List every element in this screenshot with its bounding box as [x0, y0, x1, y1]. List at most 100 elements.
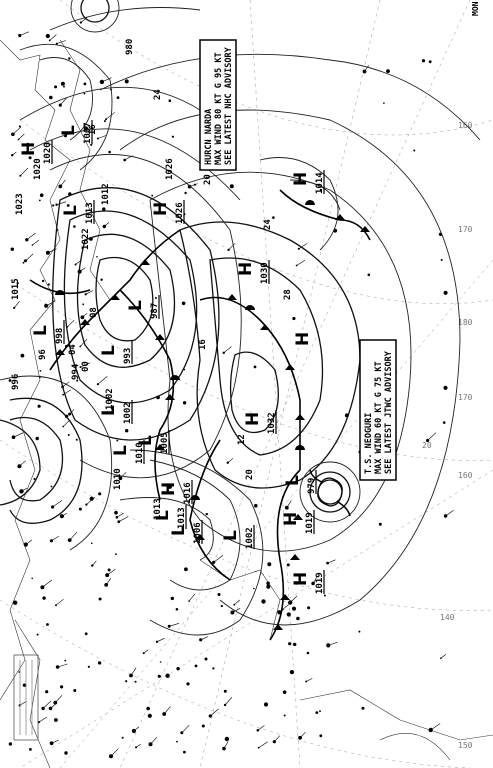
- station-dot: [170, 596, 174, 601]
- wind-barb: [42, 700, 52, 709]
- isobar-label: 24: [153, 89, 163, 100]
- lon-label: 140: [440, 613, 455, 622]
- wind-barb: [227, 458, 234, 463]
- station-dot: [96, 255, 98, 258]
- station-dot: [108, 150, 111, 154]
- wind-barb: [427, 432, 437, 441]
- advisory-line: MAX WIND 60 KT G 75 KT: [374, 361, 384, 474]
- wind-barb: [133, 726, 139, 732]
- wind-barb: [120, 472, 127, 479]
- station-dot: [184, 567, 188, 572]
- station-dot: [10, 247, 14, 251]
- station-dot: [97, 661, 102, 665]
- lat-label: 20: [422, 441, 432, 450]
- center-letter: L: [99, 345, 119, 356]
- center-pressure: 1032: [267, 412, 277, 434]
- front-triangle: [155, 334, 165, 340]
- wind-barb: [289, 595, 298, 603]
- station-dot: [36, 633, 39, 636]
- center-pressure: 1010: [135, 442, 145, 464]
- front-triangle: [140, 259, 150, 265]
- wind-barb: [110, 748, 119, 757]
- station-dot: [263, 702, 269, 707]
- station-dot: [286, 563, 290, 567]
- wind-barb: [38, 716, 47, 723]
- center-pressure: 1016: [183, 482, 193, 504]
- wind-barb: [60, 97, 68, 106]
- front-triangle: [273, 624, 283, 630]
- wind-barb: [228, 243, 236, 251]
- station-dot: [254, 503, 258, 508]
- graticule-labels: 160 170 180 170 160 20 150 140: [422, 121, 473, 750]
- station-dot: [67, 434, 70, 436]
- station-dot: [319, 710, 321, 713]
- wind-barb: [61, 512, 68, 517]
- center-letter: H: [159, 482, 179, 496]
- station-dot: [306, 651, 310, 655]
- station-plots: [8, 17, 454, 759]
- wind-barb: [42, 579, 53, 588]
- station-dot: [253, 587, 255, 590]
- station-dot: [151, 194, 154, 197]
- high-pressure-center: H: [293, 332, 313, 346]
- isobar-label: 1023: [15, 193, 25, 215]
- wind-barb: [130, 667, 137, 676]
- station-dot: [266, 584, 271, 589]
- wind-barb: [57, 663, 68, 668]
- station-dot: [282, 690, 287, 694]
- station-dot: [157, 674, 161, 678]
- station-dot: [82, 303, 85, 306]
- station-dot: [204, 657, 208, 661]
- station-dot: [63, 85, 65, 88]
- station-dot: [33, 478, 36, 480]
- station-dot: [361, 706, 365, 710]
- station-dot: [367, 273, 371, 277]
- station-dot: [217, 593, 221, 596]
- center-letter: L: [136, 435, 156, 446]
- station-dot: [20, 353, 25, 358]
- station-dot: [54, 85, 58, 89]
- wind-barb: [62, 419, 70, 427]
- isobar-label: 20: [203, 174, 213, 185]
- advisory-line: SEE LATEST JTWC ADVISORY: [384, 350, 394, 474]
- high-pressure-center: H 1016: [159, 480, 193, 504]
- center-letter: H: [243, 412, 263, 426]
- isobar-label: 16: [198, 339, 208, 350]
- advisory-box-narda: HURCN NARDA MAX WIND 80 KT G 95 KT SEE L…: [199, 39, 237, 171]
- station-dot: [289, 670, 294, 675]
- station-dot: [38, 199, 41, 202]
- isobar-label: 1013: [153, 498, 163, 520]
- station-dot: [159, 661, 162, 663]
- front-triangle: [285, 364, 295, 370]
- wind-barb: [327, 559, 336, 564]
- wind-barb: [46, 300, 56, 307]
- wind-barb: [257, 725, 265, 731]
- front-semicircle: [170, 375, 180, 380]
- station-dot: [229, 184, 234, 189]
- wind-barb: [445, 509, 454, 517]
- front-triangle: [360, 226, 370, 232]
- center-pressure: 979: [307, 478, 317, 494]
- station-dot: [116, 96, 120, 99]
- station-dot: [64, 659, 67, 662]
- station-dot: [45, 33, 50, 39]
- isobar-label: 1015: [11, 278, 21, 300]
- wind-barb: [13, 301, 20, 309]
- station-dot: [46, 623, 49, 626]
- station-dot: [8, 379, 12, 382]
- center-letter: L: [153, 510, 173, 521]
- station-dot: [87, 665, 90, 668]
- wind-barb: [306, 678, 313, 682]
- wind-barb: [135, 743, 141, 748]
- wind-barb: [49, 34, 57, 41]
- wind-barb: [213, 555, 224, 563]
- isobar-label: 28: [283, 289, 293, 300]
- station-dot: [49, 95, 53, 100]
- center-letter: H: [151, 202, 171, 216]
- station-dot: [288, 642, 292, 646]
- station-dot: [378, 522, 382, 526]
- center-pressure: 993: [123, 348, 133, 364]
